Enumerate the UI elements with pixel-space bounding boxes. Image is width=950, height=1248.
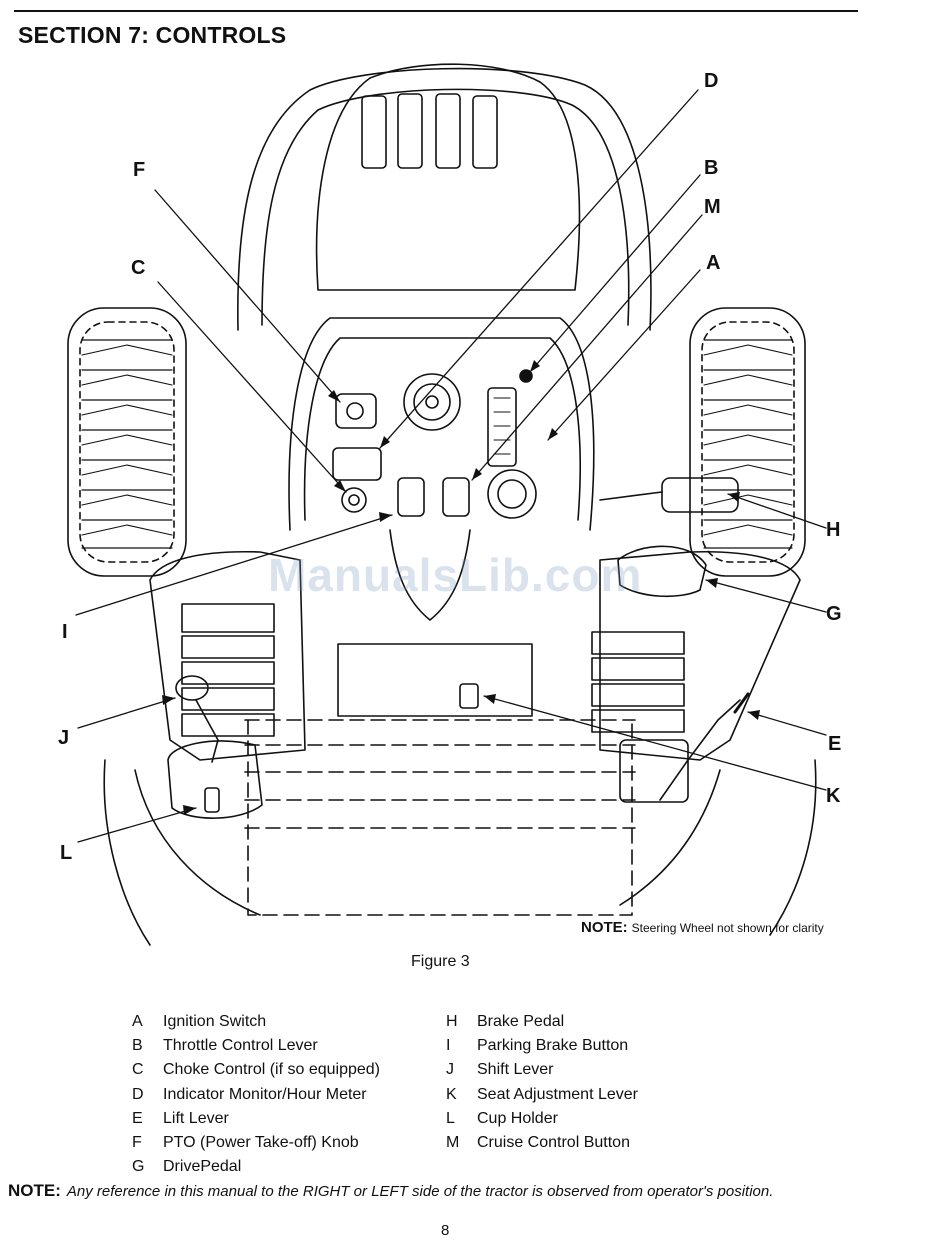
legend-item-k: K Seat Adjustment Lever <box>446 1083 638 1107</box>
legend-letter: M <box>446 1134 460 1152</box>
legend-text: Seat Adjustment Lever <box>477 1085 638 1103</box>
legend-text: Lift Lever <box>163 1109 229 1127</box>
legend-text: Shift Lever <box>477 1061 554 1079</box>
legend-text: Choke Control (if so equipped) <box>163 1061 381 1079</box>
legend-item-b: B Throttle Control Lever <box>132 1034 380 1058</box>
legend-letter: G <box>132 1158 145 1176</box>
legend-item-a: A Ignition Switch <box>132 1010 380 1034</box>
legend-item-l: L Cup Holder <box>446 1107 638 1131</box>
callout-b: B <box>704 157 719 179</box>
figure-note: NOTE:Steering Wheel not shown for clarit… <box>581 919 824 936</box>
legend-item-f: F PTO (Power Take-off) Knob <box>132 1131 380 1155</box>
legend-text: DrivePedal <box>163 1158 242 1176</box>
watermark: ManualsLib.com <box>268 549 643 601</box>
legend-text: PTO (Power Take-off) Knob <box>163 1134 359 1152</box>
legend-item-e: E Lift Lever <box>132 1107 380 1131</box>
legend-text: Cruise Control Button <box>477 1134 630 1152</box>
figure-note-text: Steering Wheel not shown for clarity <box>631 921 824 935</box>
callout-c: C <box>131 257 146 279</box>
callout-f: F <box>133 159 146 181</box>
legend-text: Ignition Switch <box>163 1013 267 1031</box>
callout-a: A <box>706 252 721 274</box>
callout-g: G <box>826 603 842 625</box>
legend-letter: A <box>132 1013 143 1031</box>
section-title: SECTION 7: CONTROLS <box>18 22 287 48</box>
legend-right: H Brake Pedal I Parking Brake Button J Shif… <box>446 1010 638 1155</box>
legend-letter: D <box>132 1085 144 1103</box>
top-rule <box>14 10 858 12</box>
bottom-note: NOTE: Any reference in this manual to the… <box>8 1181 773 1201</box>
legend-left: A Ignition Switch B Throttle Control Lever… <box>132 1010 380 1179</box>
callout-i: I <box>62 621 68 643</box>
figure-caption: Figure 3 <box>411 953 470 970</box>
legend-text: Indicator Monitor/Hour Meter <box>163 1085 367 1103</box>
bottom-note-text: Any reference in this manual to the RIGH… <box>66 1183 774 1200</box>
legend-item-i: I Parking Brake Button <box>446 1034 638 1058</box>
legend-letter: I <box>446 1037 451 1055</box>
legend-item-m: M Cruise Control Button <box>446 1131 638 1155</box>
page-number: 8 <box>441 1222 450 1239</box>
callout-d: D <box>704 70 719 92</box>
tractor-line-drawing <box>67 63 827 946</box>
legend-item-g: G DrivePedal <box>132 1155 380 1179</box>
bottom-note-label: NOTE: <box>8 1181 61 1200</box>
legend-letter: L <box>446 1109 455 1127</box>
legend-text: Brake Pedal <box>477 1013 565 1031</box>
legend-text: Parking Brake Button <box>477 1037 629 1055</box>
callout-l: L <box>60 842 73 864</box>
legend-letter: K <box>446 1085 457 1103</box>
callout-e: E <box>828 733 842 755</box>
callout-m: M <box>704 196 721 218</box>
legend-text: Throttle Control Lever <box>163 1037 318 1055</box>
legend-letter: J <box>446 1061 454 1079</box>
legend-letter: F <box>132 1134 142 1152</box>
legend-item-c: C Choke Control (if so equipped) <box>132 1058 380 1082</box>
callout-k: K <box>826 785 841 807</box>
callout-j: J <box>58 727 70 749</box>
callout-h: H <box>826 519 841 541</box>
legend-letter: B <box>132 1037 143 1055</box>
legend-letter: E <box>132 1109 143 1127</box>
legend-item-h: H Brake Pedal <box>446 1010 638 1034</box>
legend-text: Cup Holder <box>477 1109 558 1127</box>
legend-item-j: J Shift Lever <box>446 1058 638 1082</box>
legend-item-d: D Indicator Monitor/Hour Meter <box>132 1083 380 1107</box>
legend-letter: H <box>446 1013 458 1031</box>
tractor-controls-figure: ManualsLib.com D B M A F C H G I J E K L… <box>58 63 842 970</box>
figure-note-label: NOTE: <box>581 919 628 936</box>
legend-letter: C <box>132 1061 144 1079</box>
